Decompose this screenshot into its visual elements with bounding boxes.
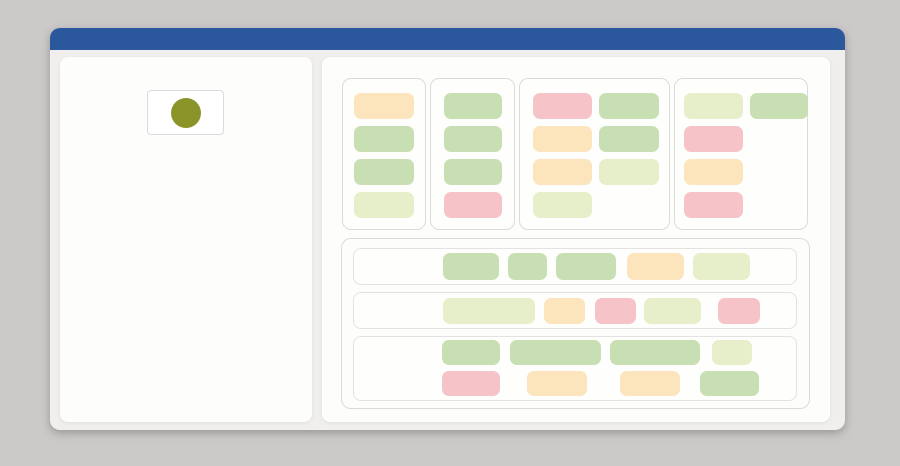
status-pill[interactable] — [712, 340, 752, 366]
status-pill[interactable] — [442, 340, 500, 366]
main-panel — [322, 57, 830, 422]
status-pill[interactable] — [684, 192, 743, 218]
status-pill[interactable] — [442, 371, 500, 397]
pill-column — [750, 93, 808, 229]
row-line — [354, 253, 796, 281]
status-pill[interactable] — [700, 371, 759, 397]
wireframe-card — [519, 78, 670, 230]
status-pill[interactable] — [354, 159, 414, 185]
status-pill[interactable] — [627, 253, 684, 281]
logo-dot-icon — [170, 97, 201, 128]
status-pill[interactable] — [533, 93, 592, 119]
pill-column — [684, 93, 743, 229]
status-pill[interactable] — [750, 93, 808, 119]
status-pill[interactable] — [595, 297, 636, 324]
status-pill[interactable] — [527, 371, 587, 397]
status-pill[interactable] — [533, 192, 592, 218]
status-pill[interactable] — [510, 340, 601, 366]
row-line — [354, 371, 796, 397]
row-line — [354, 297, 796, 324]
wireframe-card — [430, 78, 515, 230]
wireframe-card — [342, 78, 426, 230]
status-pill[interactable] — [354, 93, 414, 119]
window-titlebar[interactable] — [50, 28, 845, 50]
status-pill[interactable] — [444, 159, 502, 185]
status-pill[interactable] — [354, 192, 414, 218]
status-pill[interactable] — [644, 297, 701, 324]
pill-column — [599, 93, 659, 229]
status-pill[interactable] — [684, 93, 743, 119]
status-pill[interactable] — [599, 93, 659, 119]
status-pill[interactable] — [508, 253, 547, 281]
status-pill[interactable] — [693, 253, 750, 281]
list-row — [353, 335, 797, 401]
status-pill[interactable] — [620, 371, 680, 397]
status-pill[interactable] — [556, 253, 616, 281]
status-pill[interactable] — [354, 126, 414, 152]
status-pill[interactable] — [599, 159, 659, 185]
card-grid — [342, 78, 808, 230]
list-row — [353, 292, 797, 329]
status-pill[interactable] — [544, 297, 585, 324]
status-pill[interactable] — [444, 192, 502, 218]
pill-column — [354, 93, 414, 229]
list-row — [353, 248, 797, 286]
status-pill[interactable] — [444, 126, 502, 152]
card-columns — [444, 93, 502, 229]
logo-card — [147, 90, 224, 135]
bottom-section — [341, 238, 810, 409]
card-columns — [684, 93, 808, 229]
status-pill[interactable] — [684, 126, 743, 152]
sidebar-panel — [60, 57, 312, 422]
card-columns — [533, 93, 659, 229]
pill-column — [444, 93, 502, 229]
wireframe-card — [674, 78, 808, 230]
status-pill[interactable] — [444, 93, 502, 119]
row-line — [354, 340, 796, 366]
status-pill[interactable] — [443, 253, 499, 281]
pill-column — [533, 93, 592, 229]
app-window — [50, 28, 845, 430]
status-pill[interactable] — [533, 126, 592, 152]
status-pill[interactable] — [533, 159, 592, 185]
status-pill[interactable] — [599, 126, 659, 152]
status-pill[interactable] — [443, 297, 535, 324]
card-columns — [354, 93, 414, 229]
status-pill[interactable] — [718, 297, 760, 324]
status-pill[interactable] — [684, 159, 743, 185]
status-pill[interactable] — [610, 340, 700, 366]
